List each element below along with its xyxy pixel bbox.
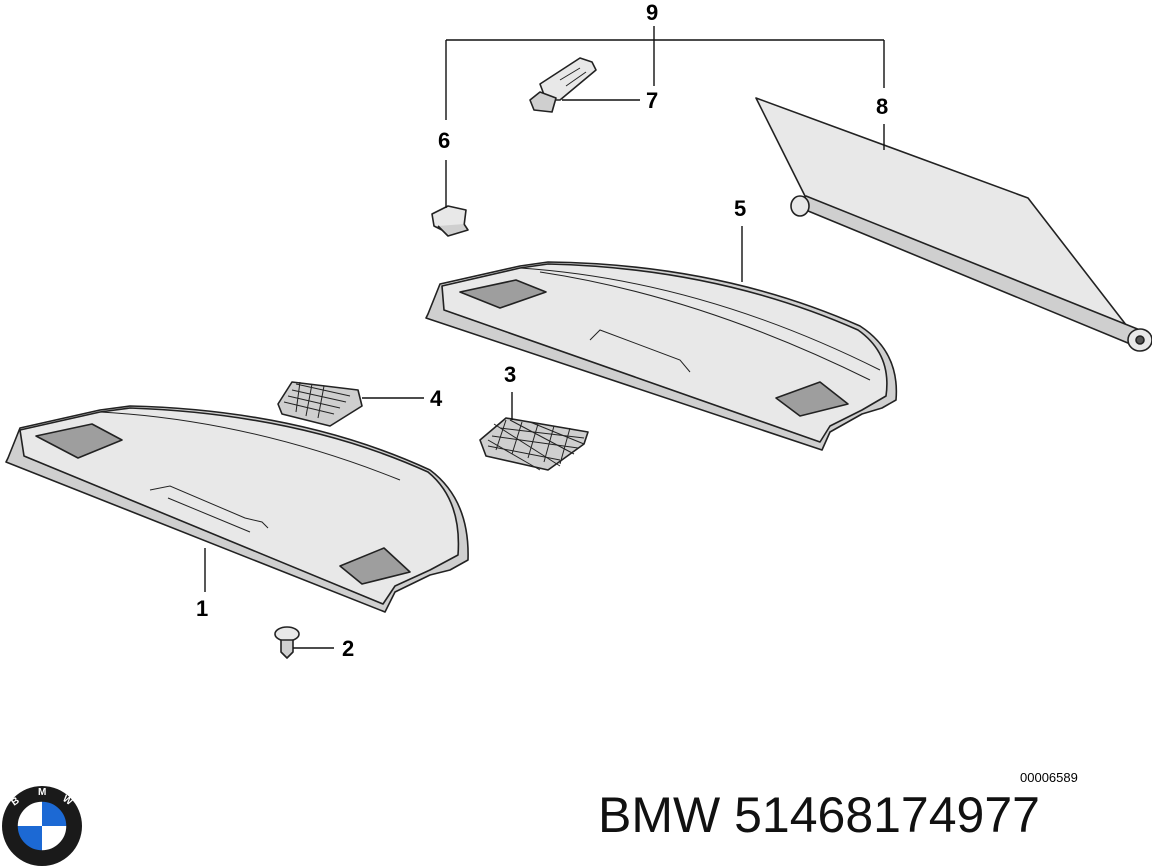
part-number-caption: BMW 51468174977: [598, 787, 1040, 843]
speaker-grille: [479, 417, 589, 471]
holder-clip: [431, 205, 469, 237]
callout-5: 5: [734, 196, 746, 221]
parcel-shelf-upper: [425, 261, 898, 451]
callout-1: 1: [196, 596, 208, 621]
document-number: 00006589: [1020, 770, 1078, 785]
callout-6: 6: [438, 128, 450, 153]
vent-grille: [277, 381, 363, 427]
svg-text:M: M: [38, 787, 46, 798]
callout-7: 7: [646, 88, 658, 113]
callout-2: 2: [342, 636, 354, 661]
callout-4: 4: [430, 386, 443, 411]
callout-9: 9: [646, 0, 658, 25]
bmw-roundel-icon: B M W: [2, 786, 82, 866]
callout-3: 3: [504, 362, 516, 387]
parcel-shelf-lower: [5, 405, 469, 613]
callout-8: 8: [876, 94, 888, 119]
push-clip: [274, 626, 300, 659]
roller-blind: [755, 97, 1152, 352]
leader-lines: [204, 26, 885, 649]
bracket-latch: [529, 57, 597, 113]
